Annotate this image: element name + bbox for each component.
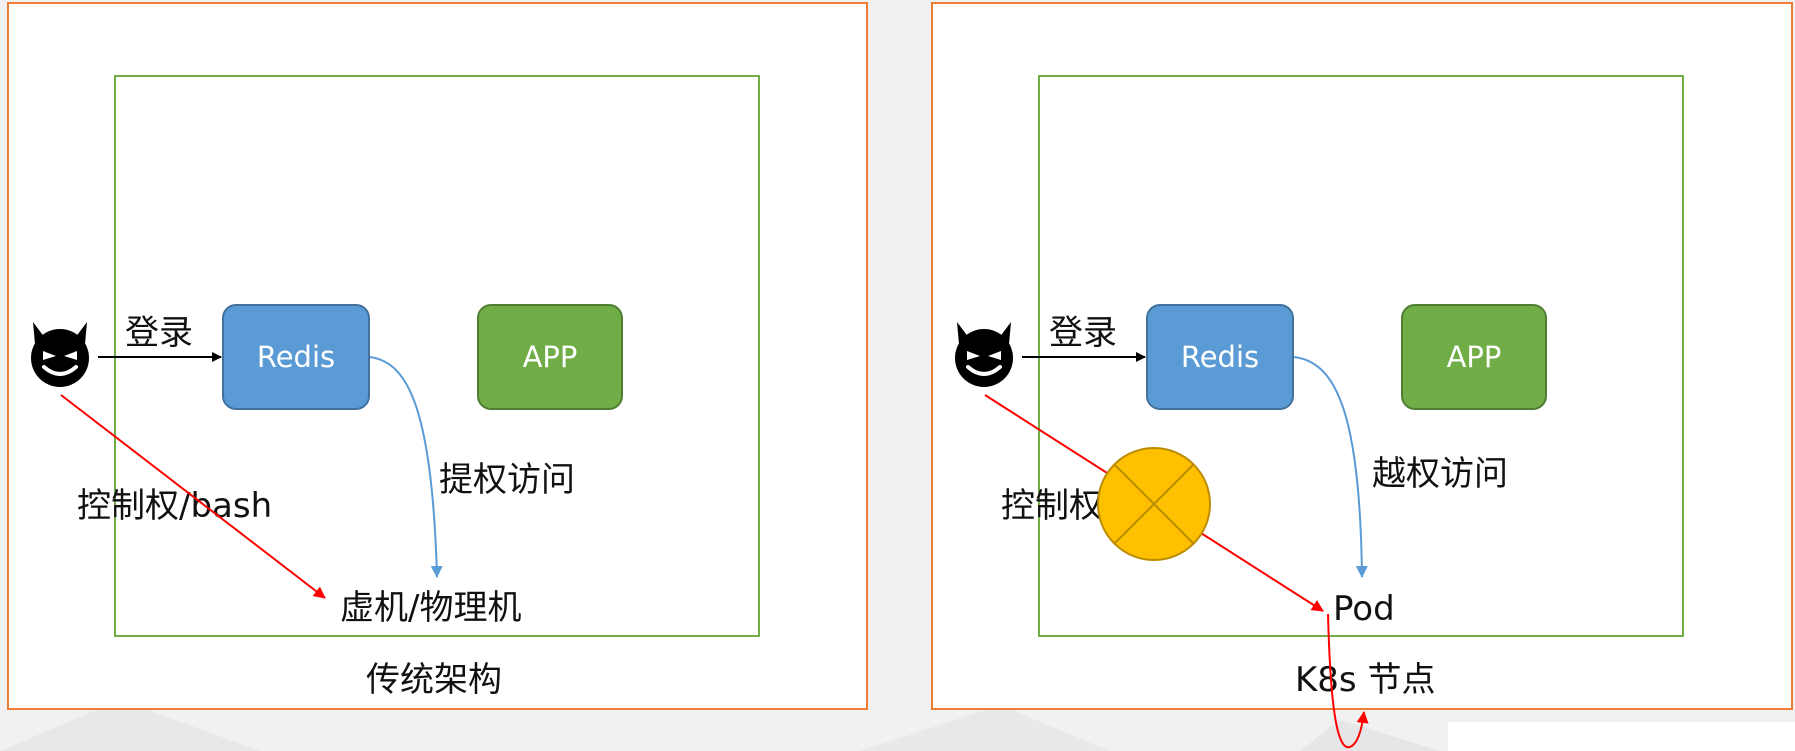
pod-label: Pod (1333, 589, 1395, 629)
app-label: APP (522, 340, 578, 374)
control-bash-label: 控制权/bash (77, 486, 273, 526)
pod-boundary-box (1038, 75, 1684, 637)
app-node: APP (1401, 304, 1547, 410)
panel-caption: 传统架构 (366, 660, 502, 700)
redis-label: Redis (1180, 340, 1260, 374)
redis-label: Redis (256, 340, 336, 374)
unauthorized-access-label: 越权访问 (1372, 454, 1508, 494)
panel-caption: K8s 节点 (1295, 660, 1436, 700)
vm-boundary-box (114, 75, 760, 637)
login-label: 登录 (1049, 313, 1117, 353)
control-bash-label: 控制权/bash (1001, 486, 1197, 526)
devil-icon (955, 322, 1013, 387)
redis-node: Redis (222, 304, 370, 410)
app-node: APP (477, 304, 623, 410)
app-label: APP (1446, 340, 1502, 374)
login-label: 登录 (125, 313, 193, 353)
redis-node: Redis (1146, 304, 1294, 410)
blank-corner (1448, 722, 1795, 751)
devil-icon (31, 322, 89, 387)
privilege-escalation-label: 提权访问 (439, 460, 575, 500)
target-host-label: 虚机/物理机 (340, 588, 522, 628)
